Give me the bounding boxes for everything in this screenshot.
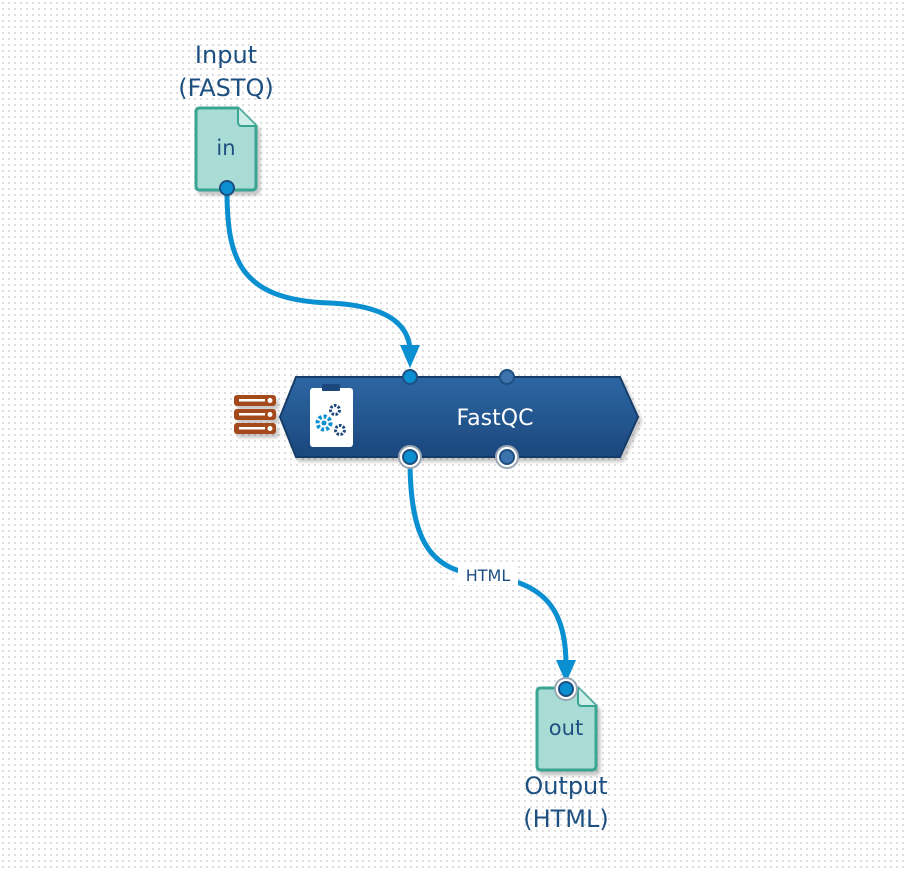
- input-node-title: Input: [195, 41, 257, 69]
- edge-path[interactable]: [407, 457, 569, 668]
- output-node-subtitle: (HTML): [523, 805, 609, 833]
- input-node-subtitle: (FASTQ): [178, 74, 274, 102]
- input-node-glyph-label: in: [216, 136, 235, 160]
- tool-node-body[interactable]: [278, 376, 640, 458]
- input-port[interactable]: [499, 369, 515, 385]
- output-node-title: Output: [524, 772, 607, 800]
- file-icon: [535, 686, 598, 772]
- edge-label-bg: [458, 565, 518, 585]
- output-port-connected[interactable]: [402, 449, 418, 465]
- tool-node-title: FastQC: [457, 406, 534, 431]
- input-node[interactable]: Input (FASTQ) in: [178, 41, 274, 196]
- edge-fastqc-to-output[interactable]: HTML: [407, 457, 576, 683]
- tool-node-fastqc[interactable]: FastQC: [234, 369, 640, 469]
- input-port-connected[interactable]: [402, 369, 418, 385]
- output-port[interactable]: [499, 449, 515, 465]
- edge-label: HTML: [466, 566, 511, 585]
- edge-path[interactable]: [224, 187, 413, 355]
- output-node-glyph-label: out: [549, 716, 583, 740]
- output-node[interactable]: out Output (HTML): [523, 677, 609, 833]
- arrowhead-icon: [556, 660, 576, 683]
- file-icon: [194, 106, 258, 192]
- clipboard-gears-icon: [310, 384, 353, 447]
- arrowhead-icon: [400, 345, 420, 368]
- edge-input-to-fastqc[interactable]: [224, 187, 420, 368]
- output-port[interactable]: [219, 180, 235, 196]
- server-stack-icon[interactable]: [234, 395, 276, 434]
- input-port[interactable]: [558, 681, 574, 697]
